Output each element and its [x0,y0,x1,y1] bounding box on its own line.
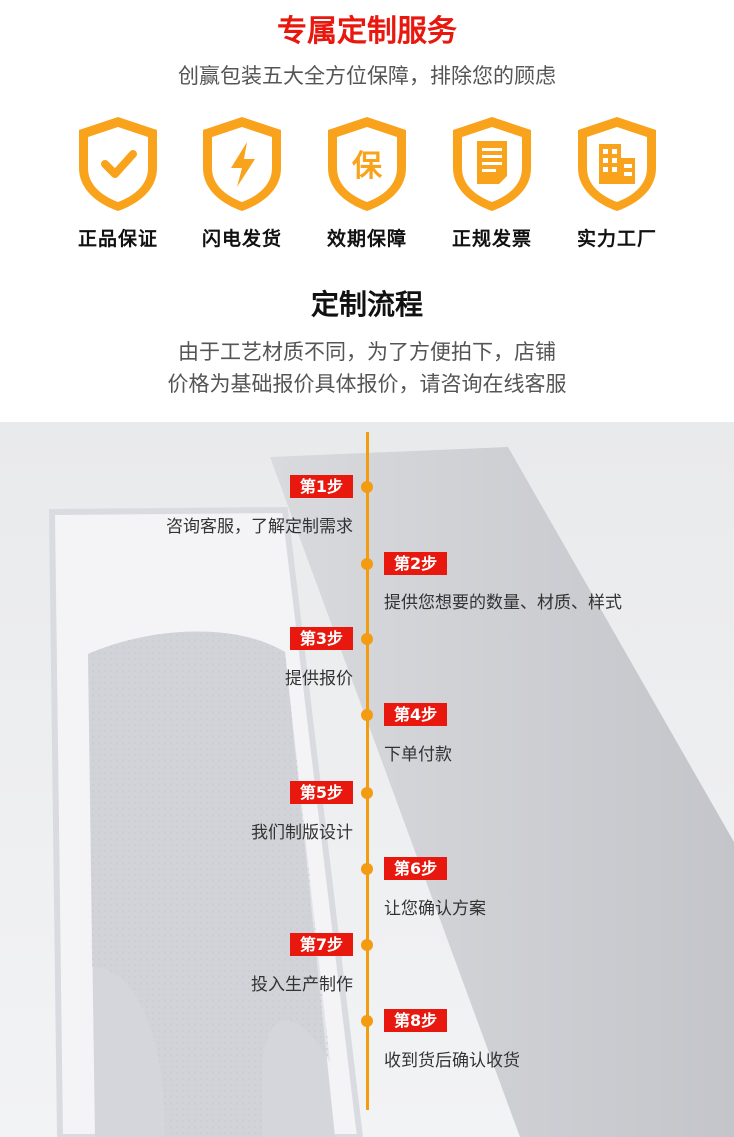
bao-glyph: 保 [352,149,383,184]
feature-label: 闪电发货 [201,228,282,250]
process-description-line-2: 价格为基础报价具体报价，请咨询在线客服 [167,372,567,396]
timeline-dot [361,1015,373,1027]
feature-item-genuine: 正品保证 [58,114,178,251]
timeline-dot [361,633,373,645]
step-badge-4: 第4步 [384,703,448,726]
step-text-4: 下单付款 [384,745,452,765]
step-badge-8: 第8步 [384,1009,448,1032]
section-title-process: 定制流程 [310,288,423,321]
section-title-custom-service: 专属定制服务 [277,14,457,49]
timeline-dot [361,558,373,570]
section-subtitle: 创赢包装五大全方位保障，排除您的顾虑 [178,64,556,88]
feature-label: 效期保障 [326,228,407,250]
step-badge-1: 第1步 [289,475,353,498]
step-text-5: 我们制版设计 [251,823,353,843]
step-text-3: 提供报价 [285,669,353,689]
feature-item-invoice: 正规发票 [432,114,552,251]
step-text-1: 咨询客服，了解定制需求 [166,517,353,537]
feature-label: 实力工厂 [576,228,657,250]
timeline-dot [361,481,373,493]
timeline-dot [361,709,373,721]
timeline-line [366,432,369,1110]
process-description-line-1: 由于工艺材质不同，为了方便拍下，店铺 [178,340,556,364]
feature-item-validity: 保 效期保障 [307,114,427,251]
step-text-6: 让您确认方案 [384,899,486,919]
step-badge-2: 第2步 [384,552,448,575]
step-text-8: 收到货后确认收货 [384,1051,520,1071]
step-badge-5: 第5步 [289,781,353,804]
checkmark-icon [79,117,157,211]
feature-list: 正品保证 闪电发货 保 效期保障 正规发票 [0,114,734,254]
feature-item-factory: 实力工厂 [557,114,677,251]
step-badge-7: 第7步 [289,933,353,956]
step-badge-6: 第6步 [384,857,448,880]
invoice-document-icon [453,117,531,211]
factory-building-icon [578,117,656,211]
bao-character-icon: 保 [328,117,406,211]
box-product-illustration [48,447,734,1137]
step-text-2: 提供您想要的数量、材质、样式 [384,593,622,613]
timeline-dot [361,787,373,799]
step-text-7: 投入生产制作 [251,975,353,995]
feature-label: 正规发票 [451,228,532,250]
step-badge-3: 第3步 [289,627,353,650]
timeline-dot [361,939,373,951]
feature-item-fast-shipping: 闪电发货 [182,114,302,251]
feature-label: 正品保证 [77,228,158,250]
timeline-dot [361,863,373,875]
lightning-icon [203,117,281,211]
